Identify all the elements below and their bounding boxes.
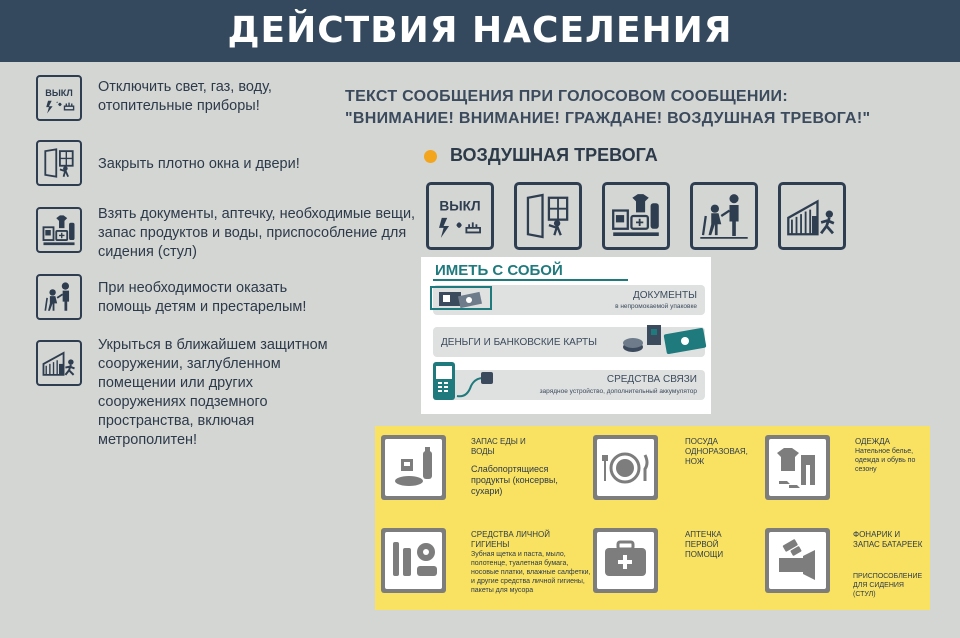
emergency-kit-panel: ЗАПАС ЕДЫ И ВОДЫ Слабопортящиеся продукт… (375, 426, 930, 610)
carry-item-sub: в непромокаемой упаковке (615, 303, 697, 310)
carry-item-communication: СРЕДСТВА СВЯЗИ зарядное устройство, допо… (433, 362, 705, 400)
action-text-take-supplies: Взять документы, аптечку, необходимые ве… (98, 206, 416, 260)
kit-caption: ОДЕЖДА (855, 437, 890, 446)
have-with-you-title: ИМЕТЬ С СОБОЙ (435, 262, 563, 279)
action-text-close-windows: Закрыть плотно окна и двери! (98, 156, 300, 172)
have-with-you-panel: ИМЕТЬ С СОБОЙ ДОКУМЕНТЫ в непромокаемой … (421, 257, 711, 414)
carry-item-documents: ДОКУМЕНТЫ в непромокаемой упаковке (430, 285, 705, 315)
kit-caption: АПТЕЧКА ПЕРВОЙ ПОМОЩИ (685, 530, 724, 559)
carry-item-label: ДЕНЬГИ И БАНКОВСКИЕ КАРТЫ (441, 337, 597, 348)
first-aid-icon (593, 528, 658, 593)
power-off-icon: ВЫКЛ (36, 75, 82, 121)
money-cards-icon (623, 325, 707, 355)
clothes-icon (765, 435, 830, 500)
kit-subcaption: ПРИСПОСОБЛЕНИЕ ДЛЯ СИДЕНИЯ (СТУЛ) (853, 573, 923, 598)
help-people-icon (690, 182, 758, 250)
kit-caption: СРЕДСТВА ЛИЧНОЙ ГИГИЕНЫ (471, 530, 550, 549)
carry-item-money: ДЕНЬГИ И БАНКОВСКИЕ КАРТЫ (433, 325, 707, 357)
carry-item-sub: зарядное устройство, дополнительный акку… (539, 388, 697, 395)
dishes-icon (593, 435, 658, 500)
carry-item-label: ДОКУМЕНТЫ (632, 290, 697, 301)
voice-message-text: "ВНИМАНИЕ! ВНИМАНИЕ! ГРАЖДАНЕ! ВОЗДУШНАЯ… (345, 110, 871, 127)
action-text-help-others: При необходимости оказать помощь детям и… (98, 280, 307, 315)
svg-text:ВЫКЛ: ВЫКЛ (439, 199, 480, 214)
voice-message-heading: ТЕКСТ СООБЩЕНИЯ ПРИ ГОЛОСОВОМ СООБЩЕНИИ: (345, 88, 788, 105)
power-off-icon: ВЫКЛ (426, 182, 494, 250)
shelter-icon (778, 182, 846, 250)
kit-subcaption: Зубная щетка и паста, мыло, полотенце, т… (471, 551, 591, 594)
title-underline (433, 279, 628, 281)
kit-subcaption: Слабопортящиеся продукты (консервы, суха… (471, 464, 558, 496)
help-people-icon (36, 274, 82, 320)
header-bar: ДЕЙСТВИЯ НАСЕЛЕНИЯ (0, 0, 960, 62)
flashlight-icon (765, 528, 830, 593)
svg-text:ВЫКЛ: ВЫКЛ (45, 88, 73, 98)
food-water-icon (381, 435, 446, 500)
action-text-power-off: Отключить свет, газ, воду, отопительные … (98, 79, 272, 114)
kit-caption: ЗАПАС ЕДЫ И ВОДЫ (471, 437, 526, 456)
supplies-icon (36, 207, 82, 253)
shelter-icon (36, 340, 82, 386)
page-title: ДЕЙСТВИЯ НАСЕЛЕНИЯ (227, 10, 733, 51)
action-text-take-shelter: Укрыться в ближайшем защитном сооружении… (98, 337, 328, 448)
voice-message: ТЕКСТ СООБЩЕНИЯ ПРИ ГОЛОСОВОМ СООБЩЕНИИ:… (345, 86, 870, 130)
door-window-icon (36, 140, 82, 186)
alert-title: ВОЗДУШНАЯ ТРЕВОГА (450, 145, 658, 165)
kit-caption: ПОСУДА ОДНОРАЗОВАЯ, НОЖ (685, 437, 748, 466)
hygiene-icon (381, 528, 446, 593)
documents-icon (430, 286, 492, 310)
door-window-icon (514, 182, 582, 250)
kit-caption: ФОНАРИК И ЗАПАС БАТАРЕЕК (853, 530, 923, 549)
alert-dot (424, 150, 437, 163)
carry-item-label: СРЕДСТВА СВЯЗИ (606, 374, 697, 385)
phone-charger-icon (433, 362, 493, 400)
kit-subcaption: Нательное белье, одежда и обувь по сезон… (855, 448, 916, 473)
supplies-icon (602, 182, 670, 250)
